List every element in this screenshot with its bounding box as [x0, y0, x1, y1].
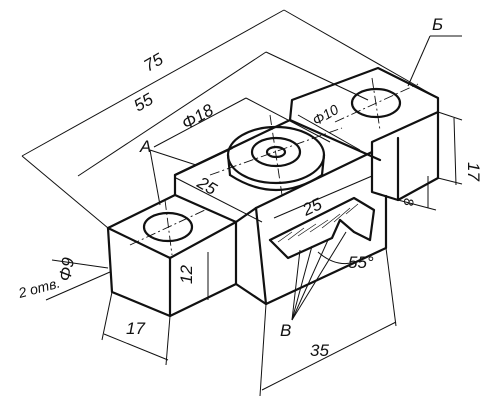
label-v: В	[280, 321, 291, 340]
label-b: Б	[432, 15, 443, 34]
right-hole	[350, 87, 402, 119]
dim-75: 75	[141, 49, 167, 75]
central-boss	[226, 125, 326, 191]
dim-8: 8	[401, 198, 417, 206]
hole-count: 2 отв.	[16, 274, 62, 301]
left-hole	[142, 211, 194, 243]
dimension-lines	[21, 9, 463, 397]
dim-25-bore: 25	[193, 173, 220, 200]
dim-55-deg: 55°	[348, 253, 374, 272]
dim-phi10: Φ10	[310, 101, 342, 129]
part-outline	[106, 66, 440, 318]
center-lines	[129, 77, 419, 256]
dim-12: 12	[177, 265, 196, 284]
dim-17-right: 17	[464, 162, 483, 181]
dim-35: 35	[310, 341, 329, 360]
dim-phi18: Φ18	[179, 100, 218, 133]
dim-17-bottom: 17	[126, 319, 145, 338]
label-a: А	[139, 137, 151, 156]
dim-phi9: Φ9	[55, 256, 78, 283]
